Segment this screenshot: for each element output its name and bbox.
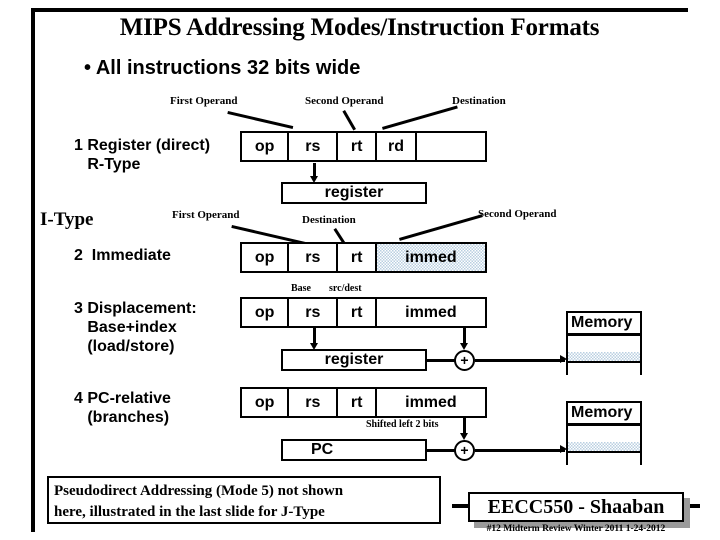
- page-title: MIPS Addressing Modes/Instruction Format…: [119, 14, 600, 41]
- pseudodirect-note: Pseudodirect Addressing (Mode 5) not sho…: [47, 476, 441, 524]
- course-signature: EECC550 - Shaaban: [468, 492, 684, 522]
- memory-gap-top: [568, 335, 640, 352]
- field-rt: rt: [338, 389, 377, 416]
- pc-label: PC: [311, 441, 334, 458]
- bullet-dot: •: [84, 57, 92, 79]
- pc-memory-arrowhead: [560, 445, 567, 453]
- row-label-2: 2 Immediate: [74, 247, 171, 264]
- field-rs: rs: [289, 133, 339, 160]
- row-label-1: 1 Register (direct) R-Type: [74, 137, 211, 173]
- memory-gap-top: [568, 425, 640, 442]
- rtype-format-box: op rs rt rd: [240, 131, 487, 162]
- memory-block-displacement: Memory: [566, 311, 642, 375]
- label-disp-srcdest: src/dest: [329, 283, 362, 294]
- disp-rs-connector: [313, 328, 316, 346]
- memory-caption: Memory: [571, 404, 633, 421]
- memory-gap-bottom: [568, 453, 640, 465]
- field-rs: rs: [289, 389, 339, 416]
- rtype-rs-connector: [313, 163, 316, 179]
- disp-register-to-adder-wire: [427, 359, 455, 362]
- field-rt: rt: [338, 299, 377, 326]
- pc-immed-connector: [463, 418, 466, 436]
- disp-rs-arrowhead: [310, 343, 318, 350]
- signature-tick-left: [452, 504, 470, 508]
- memory-caption: Memory: [571, 314, 633, 331]
- pseudodirect-note-line1: Pseudodirect Addressing (Mode 5) not sho…: [54, 483, 344, 499]
- disp-adder: +: [454, 350, 475, 371]
- disp-register-label: register: [324, 351, 384, 368]
- memory-highlight-band: [568, 441, 640, 451]
- field-op: op: [242, 133, 290, 160]
- rtype-rs-arrowhead: [310, 176, 318, 183]
- slide-frame: [31, 8, 688, 532]
- label-rtype-destination: Destination: [452, 95, 506, 107]
- memory-highlight-band: [568, 351, 640, 361]
- pc-adder-to-memory-wire: [475, 449, 565, 452]
- signature-tick-right: [684, 504, 700, 508]
- label-rtype-first-operand: First Operand: [170, 95, 238, 107]
- disp-register-bar: register: [281, 349, 427, 371]
- field-funct: [417, 133, 485, 160]
- field-immed: immed: [376, 389, 485, 416]
- pc-to-adder-wire: [427, 449, 455, 452]
- field-immed: immed: [376, 299, 485, 326]
- label-rtype-second-operand: Second Operand: [305, 95, 384, 107]
- bullet-line: • All instructions 32 bits wide: [84, 57, 360, 80]
- memory-rule: [568, 423, 640, 426]
- memory-rule-2: [568, 450, 640, 453]
- course-signature-subtitle: #12 Midterm Review Winter 2011 1-24-2012: [486, 524, 666, 534]
- field-op: op: [242, 299, 290, 326]
- field-rd: rd: [376, 133, 418, 160]
- pcrelative-format-box: op rs rt immed: [240, 387, 487, 418]
- field-rt: rt: [338, 244, 377, 271]
- disp-immed-connector: [463, 328, 466, 346]
- memory-block-pcrelative: Memory: [566, 401, 642, 465]
- field-rs: rs: [289, 244, 339, 271]
- rtype-register-bar: register: [281, 182, 427, 204]
- displacement-format-box: op rs rt immed: [240, 297, 487, 328]
- disp-adder-to-memory-wire: [475, 359, 565, 362]
- pc-adder: +: [454, 440, 475, 461]
- disp-immed-arrowhead: [460, 343, 468, 350]
- label-itype-destination: Destination: [302, 214, 356, 226]
- memory-gap-bottom: [568, 363, 640, 375]
- label-disp-base: Base: [291, 283, 311, 294]
- label-itype-second-operand: Second Operand: [478, 208, 557, 220]
- label-itype-first-operand: First Operand: [172, 209, 240, 221]
- itype-heading: I-Type: [40, 209, 94, 230]
- pc-immed-arrowhead: [460, 433, 468, 440]
- row-label-3: 3 Displacement: Base+index (load/store): [74, 300, 197, 355]
- field-rs: rs: [289, 299, 339, 326]
- immediate-format-box: op rs rt immed: [240, 242, 487, 273]
- rtype-register-label: register: [324, 184, 384, 201]
- memory-rule: [568, 333, 640, 336]
- field-immed: immed: [376, 244, 485, 271]
- field-op: op: [242, 244, 290, 271]
- pc-bar: PC: [281, 439, 427, 461]
- field-rt: rt: [338, 133, 377, 160]
- bullet-text: All instructions 32 bits wide: [95, 57, 361, 79]
- memory-rule-2: [568, 360, 640, 363]
- row-label-4: 4 PC-relative (branches): [74, 390, 171, 426]
- label-shifted-left-2-bits: Shifted left 2 bits: [366, 419, 439, 430]
- field-op: op: [242, 389, 290, 416]
- pseudodirect-note-line2: here, illustrated in the last slide for …: [54, 504, 325, 520]
- disp-memory-arrowhead: [560, 355, 567, 363]
